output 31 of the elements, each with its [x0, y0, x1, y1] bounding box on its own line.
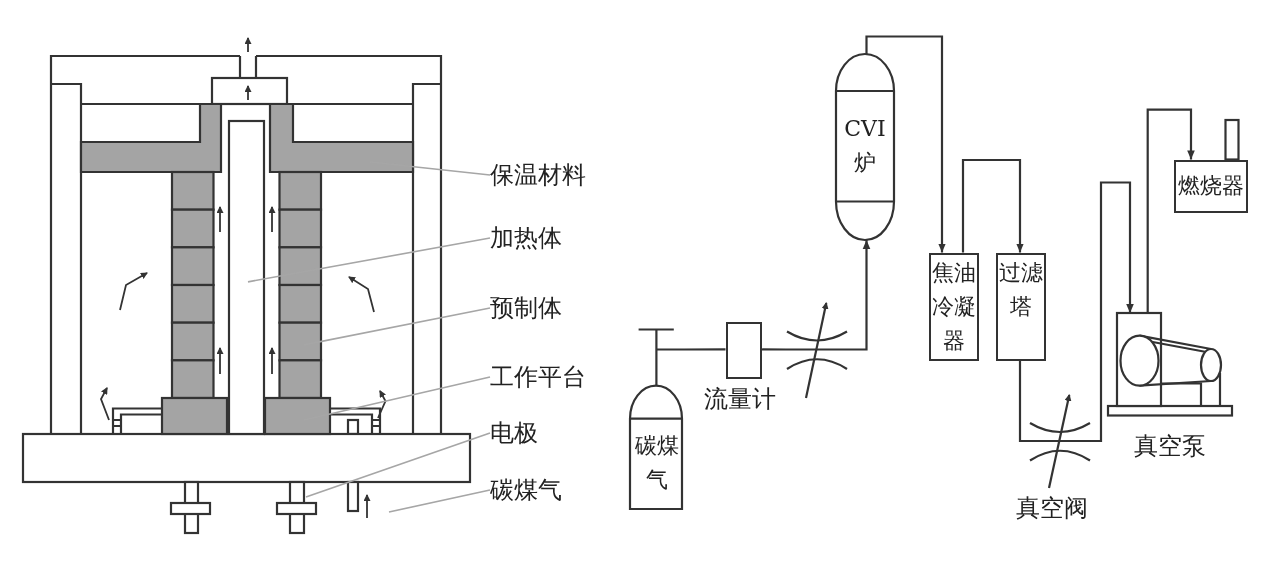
equipment-label: CVI炉	[843, 115, 887, 177]
gas-cylinder	[629, 328, 684, 510]
flowmeter	[725, 322, 762, 379]
pipe-arrow	[961, 158, 1024, 253]
pipe-line	[761, 348, 786, 351]
equipment-caption: 真空阀	[1015, 493, 1088, 523]
pipe-line	[1018, 361, 1029, 443]
pipe-arrow	[1091, 181, 1134, 443]
part-label: 加热体	[490, 223, 562, 253]
part-label: 电极	[490, 418, 538, 448]
part-label: 碳煤气	[490, 475, 562, 505]
pipe-arrow	[848, 240, 871, 351]
filter-tower	[996, 252, 1046, 361]
valve-icon	[1029, 394, 1091, 489]
part-label: 预制体	[490, 293, 562, 323]
pipe-line	[684, 348, 726, 351]
condenser	[929, 252, 979, 361]
equipment-label: 过滤塔	[998, 258, 1044, 321]
equipment-label: 碳煤气	[633, 432, 680, 494]
burner	[1174, 159, 1248, 213]
pipe-arrow	[1146, 108, 1195, 313]
equipment-caption: 真空泵	[1134, 431, 1206, 461]
pipe-arrow	[865, 35, 946, 253]
part-label: 工作平台	[490, 362, 586, 392]
equipment-caption: 流量计	[704, 384, 776, 414]
equipment-label: 燃烧器	[1177, 171, 1245, 200]
equipment-label: 焦油冷凝器	[931, 258, 977, 355]
valve-icon	[786, 302, 848, 399]
pump-icon	[1106, 311, 1234, 417]
reactor-vessel	[835, 54, 895, 240]
part-label: 保温材料	[490, 160, 586, 190]
